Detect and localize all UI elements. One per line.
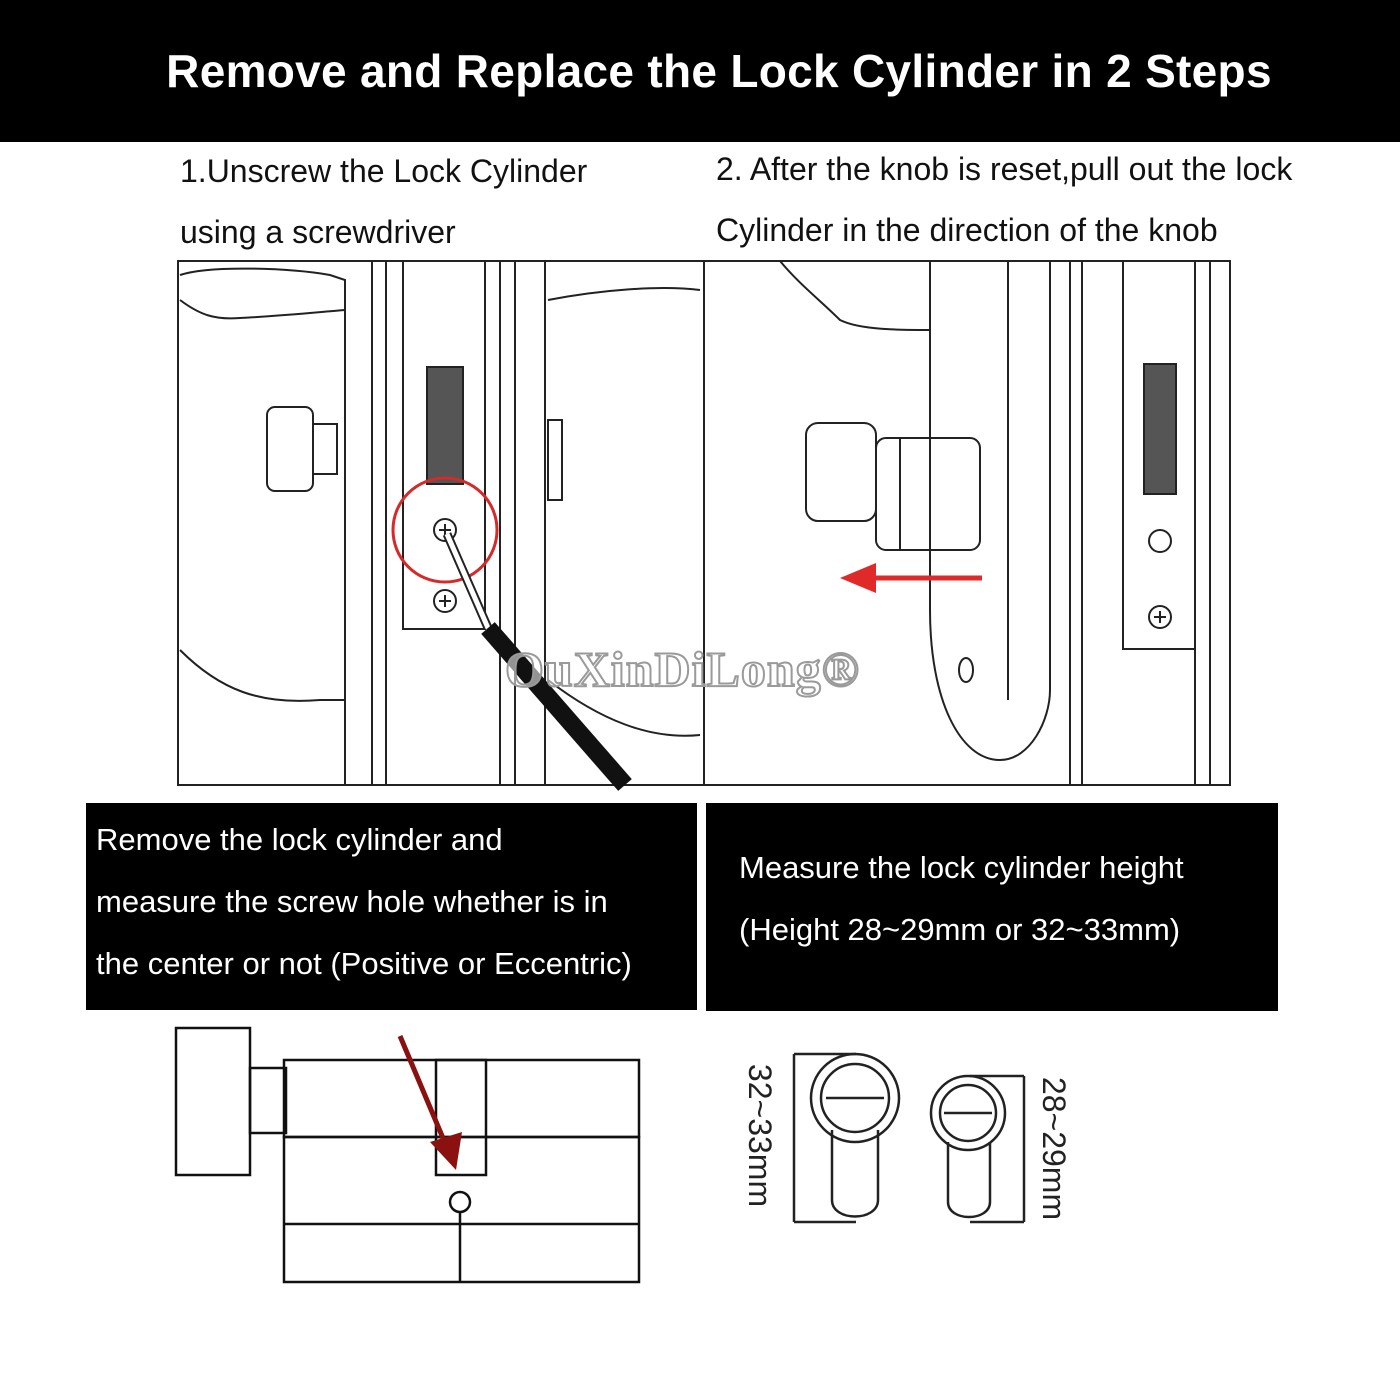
note-1-line-1: Remove the lock cylinder and xyxy=(96,822,503,857)
cylinder-side-view xyxy=(174,1026,641,1284)
side-upper-body xyxy=(282,1058,641,1139)
center-screw-hole xyxy=(448,1190,472,1214)
right-door-edge xyxy=(929,261,1051,762)
screw-cross xyxy=(1154,611,1166,623)
screw-cross xyxy=(439,524,451,536)
lower-screw xyxy=(1148,605,1172,629)
note-2-line-1: Measure the lock cylinder height xyxy=(739,850,1184,885)
note-1-line-3: the center or not (Positive or Eccentric… xyxy=(96,946,632,981)
height-note: Measure the lock cylinder height (Height… xyxy=(706,803,1278,1011)
lock-faceplate xyxy=(402,260,486,630)
left-handle-shape xyxy=(179,299,346,320)
cylinder-profiles xyxy=(792,1052,1026,1224)
screw-cross xyxy=(439,595,451,607)
note-2-line-2: (Height 28~29mm or 32~33mm) xyxy=(739,912,1181,947)
handle-top xyxy=(547,287,701,301)
note-1-line-2: measure the screw hole whether is in xyxy=(96,884,608,919)
right-latch-opening xyxy=(1143,363,1177,495)
large-profile-tail xyxy=(830,1130,880,1218)
watermark: OuXinDiLong® xyxy=(504,640,861,698)
step-2-line-1: 2. After the knob is reset,pull out the … xyxy=(716,151,1293,187)
thumb-turn-knob xyxy=(266,406,314,492)
step-1-line-1: 1.Unscrew the Lock Cylinder xyxy=(180,153,588,189)
cylinder-knob xyxy=(805,422,877,522)
lock-cylinder-body xyxy=(875,437,981,551)
page-title: Remove and Replace the Lock Cylinder in … xyxy=(166,45,1272,97)
side-lower-body xyxy=(282,1135,641,1284)
right-handle-top xyxy=(779,260,931,331)
small-profile xyxy=(929,1074,1007,1152)
right-faceplate xyxy=(1122,260,1196,650)
step-2-instruction: 2. After the knob is reset,pull out the … xyxy=(716,139,1396,261)
side-neck xyxy=(248,1066,288,1135)
small-profile-inner xyxy=(938,1083,998,1143)
screw-hole-arrow-icon xyxy=(397,1035,462,1170)
side-knob xyxy=(174,1026,252,1177)
pull-direction-arrow-icon xyxy=(840,563,982,593)
large-profile-inner xyxy=(819,1062,891,1134)
cam-slot xyxy=(434,1058,488,1177)
small-height-label: 28~29mm xyxy=(1036,1076,1073,1221)
latch-opening xyxy=(426,366,464,485)
left-door-edge xyxy=(179,267,346,785)
step-1-instruction: 1.Unscrew the Lock Cylinder using a scre… xyxy=(180,141,700,263)
screw-hole-note: Remove the lock cylinder and measure the… xyxy=(86,803,697,1010)
knob-neck xyxy=(312,423,338,475)
screw-hole xyxy=(1148,529,1172,553)
screwdriver-icon xyxy=(442,532,632,791)
step-2-line-2: Cylinder in the direction of the knob xyxy=(716,212,1218,248)
title-banner: Remove and Replace the Lock Cylinder in … xyxy=(0,0,1400,142)
cylinder-screw xyxy=(433,518,457,542)
lower-screw xyxy=(433,589,457,613)
left-handle-lower xyxy=(179,649,345,702)
large-height-label: 32~33mm xyxy=(742,1063,779,1208)
handle-bottom xyxy=(547,679,701,737)
step-1-line-2: using a screwdriver xyxy=(180,214,456,250)
small-profile-tail xyxy=(946,1142,992,1219)
strike-plate xyxy=(547,419,563,501)
large-profile xyxy=(809,1052,901,1144)
keyhole xyxy=(958,657,974,683)
screw-highlight-circle xyxy=(391,476,499,584)
